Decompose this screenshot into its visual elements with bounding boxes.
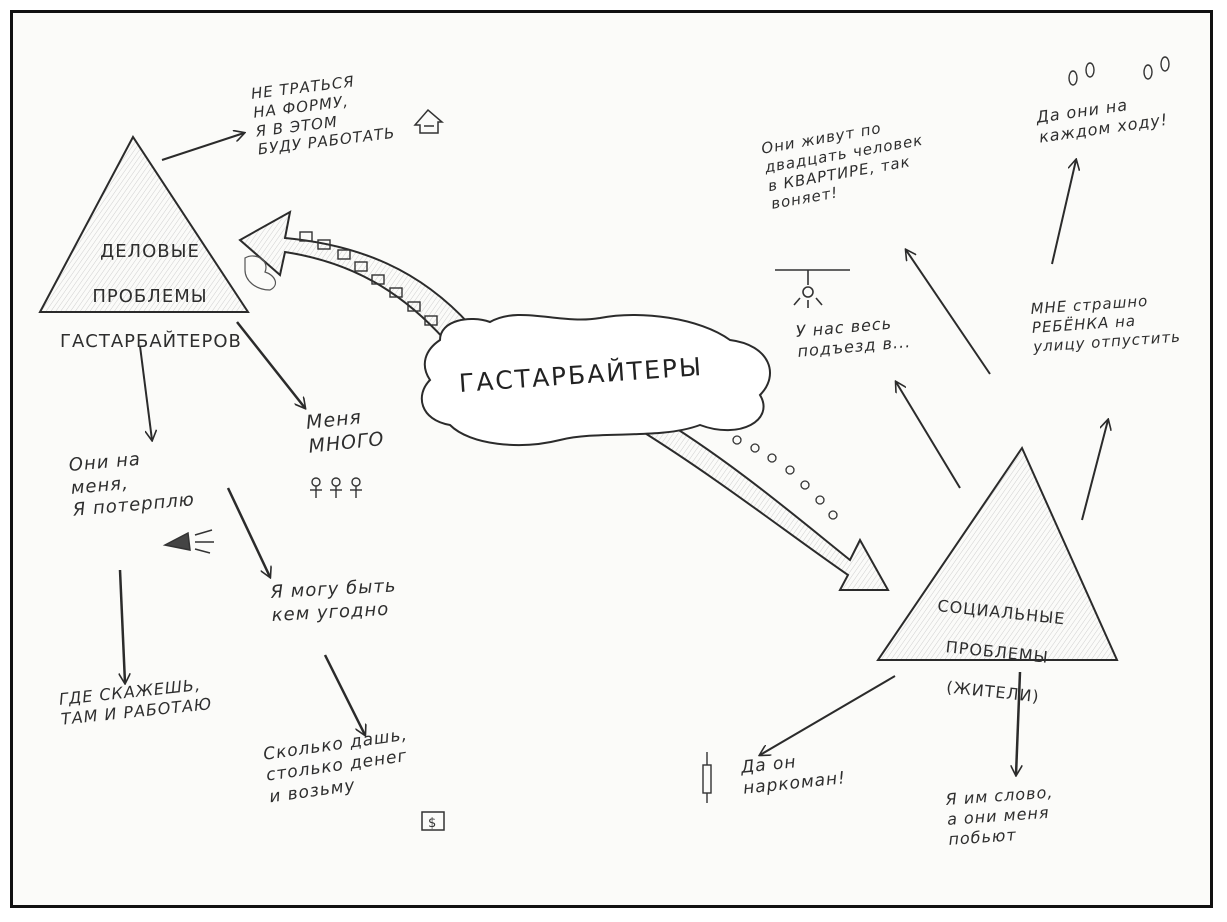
business-line-2: ПРОБЛЕМЫ xyxy=(92,285,208,307)
bus-icon xyxy=(299,231,438,326)
note-sue: Они на меня, Я потерплю xyxy=(68,448,196,521)
cloud-puff-icon xyxy=(244,255,277,291)
note-child: МНЕ страшно РЕБЁНКА на улицу отпустить xyxy=(1030,291,1182,356)
people-icon xyxy=(310,477,362,498)
business-triangle xyxy=(38,135,250,313)
arrow-child xyxy=(1081,420,1108,521)
arrow-everywhere xyxy=(1051,160,1076,265)
arrow-to-social xyxy=(638,410,890,591)
syringe-icon xyxy=(702,752,712,803)
arrow-twenty xyxy=(906,250,991,375)
arrow-uniform xyxy=(161,133,244,161)
social-line-1: СОЦИАЛЬНЫЕ xyxy=(936,596,1067,629)
business-line-3: ГАСТАРБАЙТЕРОВ xyxy=(60,330,242,352)
note-many: Меня МНОГО xyxy=(305,406,386,458)
house-icon xyxy=(413,108,445,134)
arrow-to-business xyxy=(238,210,472,342)
center-cloud xyxy=(420,313,771,446)
social-triangle-label: СОЦИАЛЬНЫЕ ПРОБЛЕМЫ (ЖИТЕЛИ) xyxy=(897,573,1099,712)
business-triangle-label: ДЕЛОВЫЕ ПРОБЛЕМЫ ГАСТАРБАЙТЕРОВ xyxy=(60,218,242,353)
note-anyone: Я могу быть кем угодно xyxy=(270,575,397,626)
business-line-1: ДЕЛОВЫЕ xyxy=(100,240,200,262)
arrow-where xyxy=(120,569,125,683)
arrow-anyone xyxy=(226,487,270,577)
arrow-entrance xyxy=(896,382,961,489)
social-line-2: ПРОБЛЕМЫ xyxy=(944,637,1050,667)
social-triangle xyxy=(876,445,1119,661)
shout-icon xyxy=(162,529,214,554)
arrow-sue xyxy=(139,345,152,440)
note-beat: Я им слово, а они меня побьют xyxy=(945,782,1054,849)
footprints-icon xyxy=(1068,56,1170,86)
arrow-addict xyxy=(760,675,896,755)
money-icon: $ xyxy=(421,811,445,831)
diagram-frame xyxy=(10,10,1213,908)
svg-text:$: $ xyxy=(428,816,436,831)
arrow-money xyxy=(323,654,365,735)
lamp-icon xyxy=(775,269,850,308)
arrow-beat xyxy=(1016,671,1020,775)
arrow-many xyxy=(236,321,305,408)
people-chain-icon xyxy=(732,435,838,520)
